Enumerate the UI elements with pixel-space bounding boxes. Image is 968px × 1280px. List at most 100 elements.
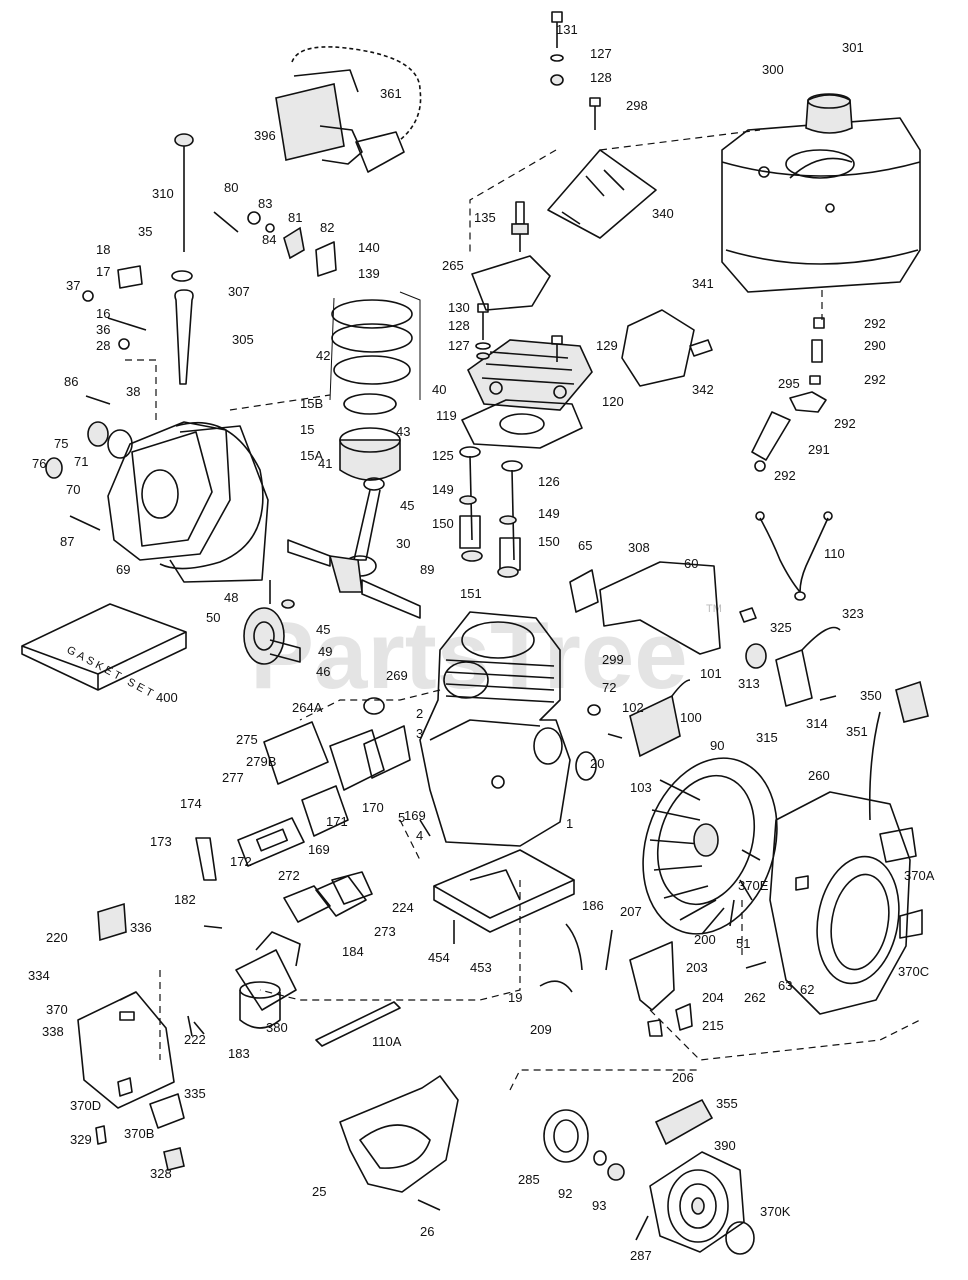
valves xyxy=(459,446,523,578)
part-label-41: 41 xyxy=(318,456,332,471)
part-label-71: 71 xyxy=(74,454,88,469)
watermark-trademark: TM xyxy=(706,603,722,615)
part-label-15A: 15A xyxy=(300,448,323,463)
crankcase-gasket xyxy=(169,425,269,583)
part-label-173: 173 xyxy=(150,834,172,849)
part-label-63: 63 xyxy=(778,978,792,993)
part-label-390: 390 xyxy=(714,1138,736,1153)
part-label-287: 287 xyxy=(630,1248,652,1263)
part-label-72: 72 xyxy=(602,680,616,695)
part-label-454: 454 xyxy=(428,950,450,965)
part-label-51: 51 xyxy=(736,936,750,951)
part-label-60: 60 xyxy=(684,556,698,571)
part-label-307: 307 xyxy=(228,284,250,299)
governor-parts xyxy=(82,211,337,350)
wiring-harness xyxy=(755,511,833,601)
part-label-370: 370 xyxy=(46,1002,68,1017)
part-label-3: 3 xyxy=(416,726,423,741)
part-label-301: 301 xyxy=(842,40,864,55)
part-label-295: 295 xyxy=(778,376,800,391)
part-label-150: 150 xyxy=(432,516,454,531)
part-label-110A: 110A xyxy=(372,1034,402,1049)
part-label-62: 62 xyxy=(800,982,814,997)
starter-cup xyxy=(543,1109,625,1181)
part-label-83: 83 xyxy=(258,196,272,211)
ignition-module xyxy=(575,679,691,781)
part-label-279B: 279B xyxy=(246,754,276,769)
part-label-207: 207 xyxy=(620,904,642,919)
part-label-299: 299 xyxy=(602,652,624,667)
part-label-334: 334 xyxy=(28,968,50,983)
part-label-370B: 370B xyxy=(124,1126,154,1141)
part-label-65: 65 xyxy=(578,538,592,553)
part-label-169: 169 xyxy=(404,808,426,823)
part-label-130: 130 xyxy=(448,300,470,315)
part-label-172: 172 xyxy=(230,854,252,869)
part-label-45: 45 xyxy=(400,498,414,513)
part-label-291: 291 xyxy=(808,442,830,457)
part-label-151: 151 xyxy=(460,586,482,601)
part-label-200: 200 xyxy=(694,932,716,947)
part-label-340: 340 xyxy=(652,206,674,221)
part-label-70: 70 xyxy=(66,482,80,497)
part-label-183: 183 xyxy=(228,1046,250,1061)
part-label-19: 19 xyxy=(508,990,522,1005)
tappets xyxy=(269,580,295,609)
part-label-49: 49 xyxy=(318,644,332,659)
part-label-17: 17 xyxy=(96,264,110,279)
oil-seals xyxy=(45,421,133,479)
part-label-101: 101 xyxy=(700,666,722,681)
part-label-5: 5 xyxy=(398,810,405,825)
blower-housing xyxy=(769,791,923,1015)
part-label-26: 26 xyxy=(420,1224,434,1239)
part-label-75: 75 xyxy=(54,436,68,451)
recoil-starter xyxy=(649,1098,755,1255)
part-label-292d: 292 xyxy=(774,468,796,483)
part-label-126: 126 xyxy=(538,474,560,489)
part-label-174: 174 xyxy=(180,796,202,811)
part-label-184: 184 xyxy=(342,944,364,959)
part-label-18: 18 xyxy=(96,242,110,257)
part-label-120: 120 xyxy=(602,394,624,409)
part-label-40: 40 xyxy=(432,382,446,397)
part-label-380: 380 xyxy=(266,1020,288,1035)
head-gasket xyxy=(461,399,583,449)
part-label-329: 329 xyxy=(70,1132,92,1147)
part-label-370C: 370C xyxy=(898,964,929,979)
intake-gaskets xyxy=(237,697,411,923)
flywheel-cover xyxy=(339,1075,459,1193)
part-label-273: 273 xyxy=(374,924,396,939)
part-label-169b: 169 xyxy=(308,842,330,857)
part-label-103: 103 xyxy=(630,780,652,795)
part-label-150b: 150 xyxy=(538,534,560,549)
cam-gear xyxy=(243,607,301,665)
piston-rings xyxy=(329,291,421,415)
part-label-361: 361 xyxy=(380,86,402,101)
part-label-350: 350 xyxy=(860,688,882,703)
part-label-90: 90 xyxy=(710,738,724,753)
part-label-2: 2 xyxy=(416,706,423,721)
flywheel xyxy=(642,757,778,935)
part-label-264A: 264A xyxy=(292,700,323,715)
part-label-170: 170 xyxy=(362,800,384,815)
part-label-338: 338 xyxy=(42,1024,64,1039)
electric-starter xyxy=(275,46,422,173)
cylinder-head xyxy=(466,339,593,411)
part-label-265: 265 xyxy=(442,258,464,273)
fuel-line-parts xyxy=(751,317,827,472)
part-label-328: 328 xyxy=(150,1166,172,1181)
part-label-36: 36 xyxy=(96,322,110,337)
part-label-46: 46 xyxy=(316,664,330,679)
part-label-292c: 292 xyxy=(834,416,856,431)
part-label-76: 76 xyxy=(32,456,46,471)
part-label-224: 224 xyxy=(392,900,414,915)
part-label-110: 110 xyxy=(824,546,845,561)
part-label-292: 292 xyxy=(864,316,886,331)
part-label-128b: 128 xyxy=(448,318,470,333)
part-label-35: 35 xyxy=(138,224,152,239)
part-label-102: 102 xyxy=(622,700,644,715)
part-label-313: 313 xyxy=(738,676,760,691)
part-label-215: 215 xyxy=(702,1018,724,1033)
part-label-342: 342 xyxy=(692,382,714,397)
